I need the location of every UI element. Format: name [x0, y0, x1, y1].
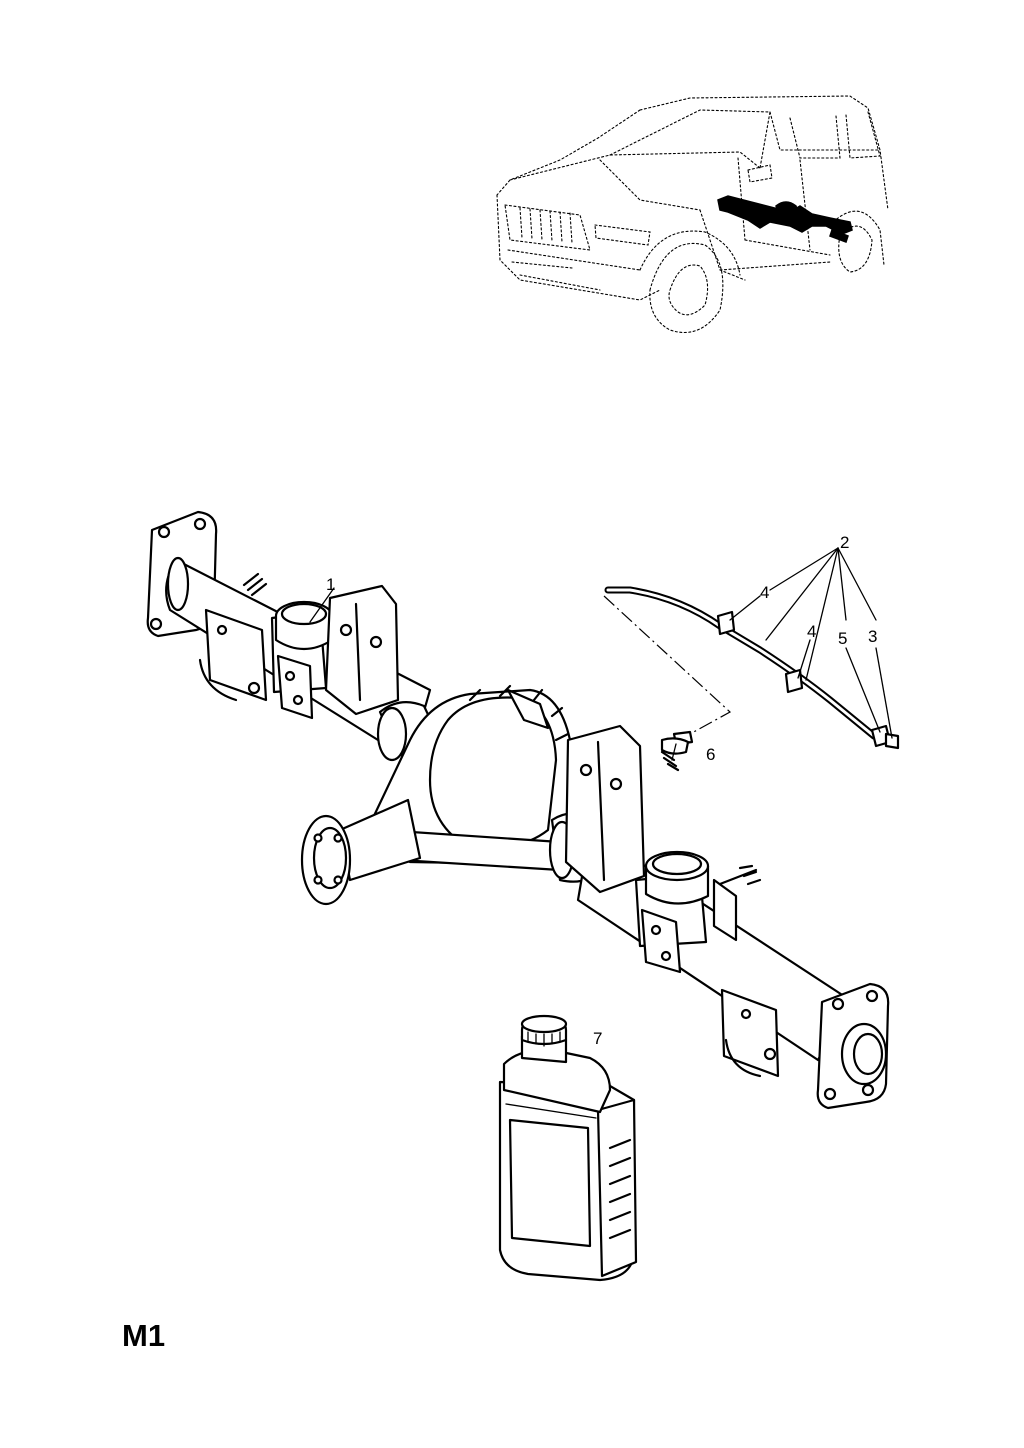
callout-4b: 4: [807, 622, 816, 641]
callout-1: 1: [326, 575, 335, 594]
leader-lines: [309, 547, 893, 739]
vent-hose: [604, 586, 900, 750]
callout-5: 5: [838, 629, 847, 648]
callout-4a: 4: [760, 583, 769, 602]
callout-6: 6: [706, 745, 715, 764]
vehicle-locator: [496, 95, 889, 334]
page-code: M1: [122, 1318, 166, 1353]
breather-fitting: [660, 730, 694, 772]
callout-3: 3: [868, 627, 877, 646]
oil-bottle: [498, 1014, 638, 1282]
assembly-guide-line: [603, 595, 732, 735]
rear-axle-assembly: [146, 510, 890, 1110]
callout-7: 7: [593, 1029, 602, 1048]
callout-2: 2: [840, 533, 849, 552]
callout-labels: 1 2 3 4 4 5 6 7: [326, 533, 877, 1048]
